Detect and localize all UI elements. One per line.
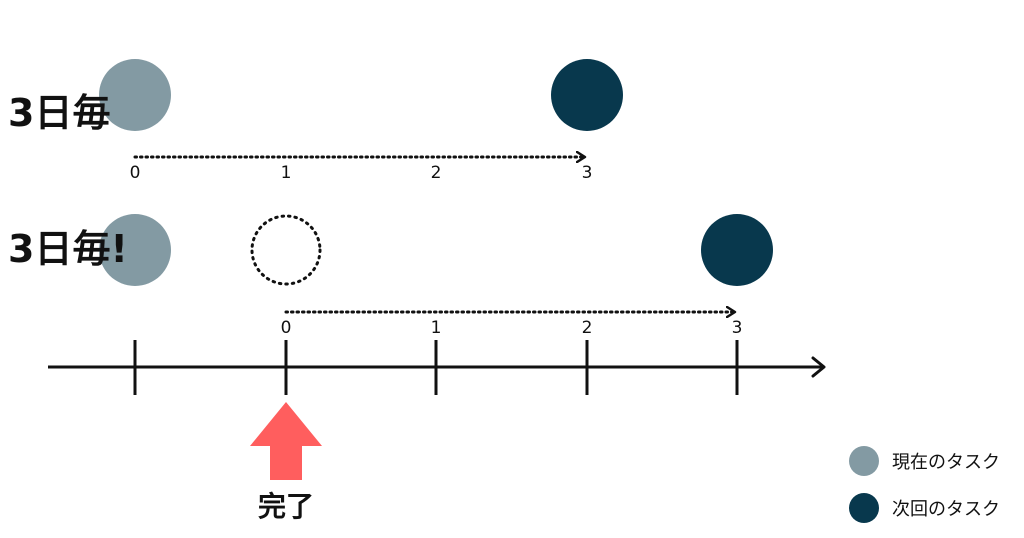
legend-current-label: 現在のタスク [892, 452, 1000, 473]
row-every-3-days-after-completion: 3日毎! 0 1 2 3 [8, 214, 773, 338]
tick-label: 2 [582, 318, 593, 338]
tick-label: 3 [732, 318, 743, 338]
completion-label: 完了 [258, 490, 314, 523]
row-label: 3日毎 [8, 91, 110, 135]
tick-label: 0 [281, 318, 292, 338]
legend-next-swatch [849, 493, 879, 523]
tick-label: 1 [281, 163, 292, 183]
completion-arrow-up-icon [250, 402, 322, 480]
next-task-circle [551, 59, 623, 131]
skipped-task-dotted-circle [250, 214, 322, 286]
next-task-circle [701, 214, 773, 286]
legend-next-label: 次回のタスク [892, 499, 1000, 520]
completion-marker: 完了 [250, 402, 322, 523]
legend: 現在のタスク 次回のタスク [849, 446, 1000, 523]
tick-label: 3 [582, 163, 593, 183]
current-task-circle [99, 59, 171, 131]
tick-label: 2 [431, 163, 442, 183]
timeline-arrowhead [811, 356, 826, 378]
tick-label: 1 [431, 318, 442, 338]
row-every-3-days: 3日毎 0 1 2 3 [8, 59, 623, 183]
tick-label: 0 [130, 163, 141, 183]
row-label: 3日毎! [8, 227, 128, 271]
timeline-axis [48, 340, 826, 395]
legend-current-swatch [849, 446, 879, 476]
current-task-circle [99, 214, 171, 286]
